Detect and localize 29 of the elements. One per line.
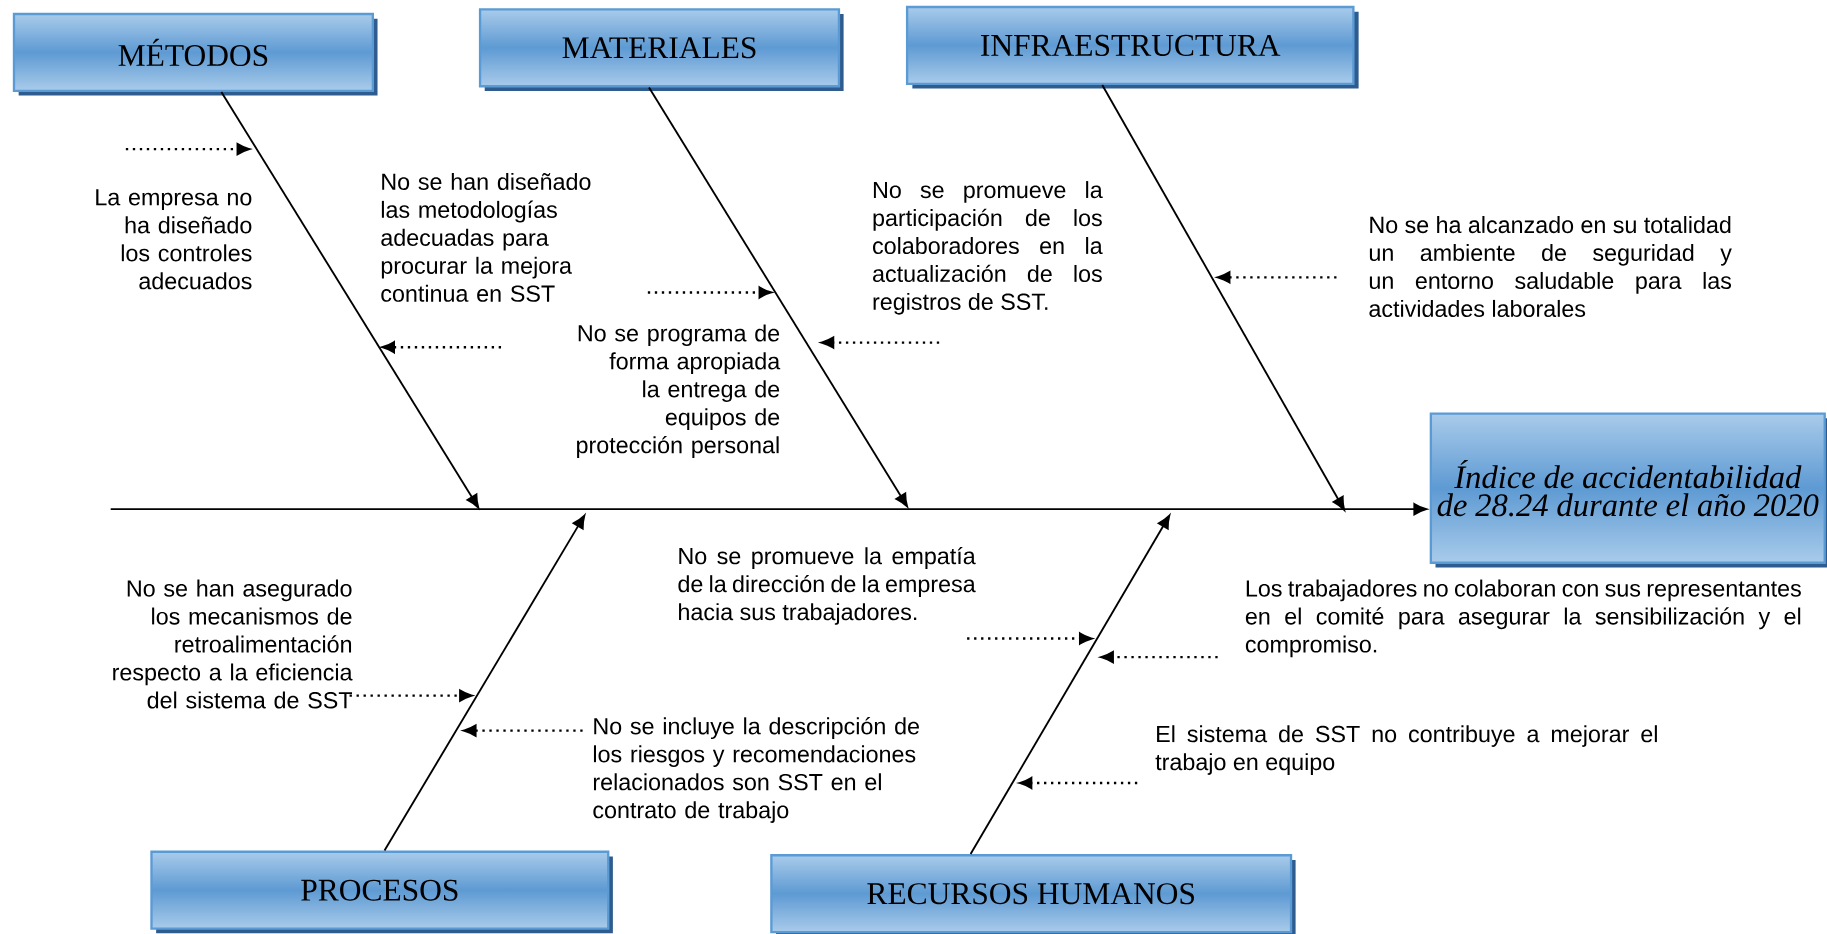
category-box: MATERIALES (478, 7, 844, 91)
cause-text: No se promueve la participación de los colaboradores en la actualización de los registros de SST. (873, 180, 1103, 315)
leader-arrow (1019, 776, 1138, 789)
cause-text: Los trabajadores no colaboran con sus representantes en el comité para asegurar la sensibilización y el compromiso. (1245, 579, 1801, 657)
cause-text: No se promueve la empatía de la dirección de la empresa hacia sus trabajadores. (678, 546, 976, 625)
cause-text: La empresa no ha diseñado los controles adecuados (96, 189, 252, 290)
leader-arrow (967, 632, 1093, 645)
cause-text: No se ha alcanzado en su totalidad un ambiente de seguridad y un entorno saludable para las actividades laborales (1369, 215, 1732, 317)
category-box: PROCESOS (150, 850, 613, 934)
cause-text: No se han asegurado los mecanismos de retroalimentación respecto a la eficiencia del sistema de SST (113, 579, 353, 709)
effect-box: Índice de accidentabilidad de 28.24 durante el año 2020 (1429, 412, 1827, 568)
cause-text: El sistema de SST no contribuye a mejorar el trabajo en equipo (1155, 725, 1657, 775)
bone-arrow (220, 90, 480, 509)
leader-arrow (381, 341, 502, 353)
bone-arrow (1101, 83, 1346, 511)
category-box: INFRAESTRUCTURA (905, 5, 1359, 89)
leader-arrow (349, 689, 473, 702)
category-box: MÉTODOS (12, 12, 378, 96)
cause-text: No se han diseñado las metodologías adecuadas para procurar la mejora continua en SST (381, 172, 591, 302)
category-box: RECURSOS HUMANOS (770, 853, 1296, 934)
bone-arrow (383, 514, 586, 852)
cause-text: No se programa de forma apropiada la entrega de equipos de protección personal (577, 324, 781, 458)
leader-arrow (1217, 271, 1337, 284)
bone-arrow (648, 86, 908, 507)
leader-arrow (125, 142, 250, 155)
leader-arrow (1100, 650, 1218, 663)
spine-arrow (109, 502, 1428, 516)
bone-arrow (969, 514, 1171, 855)
cause-text: No se incluye la descripción de los riesgos y recomendaciones relacionados son SST en el contrato de trabajo (593, 716, 919, 823)
